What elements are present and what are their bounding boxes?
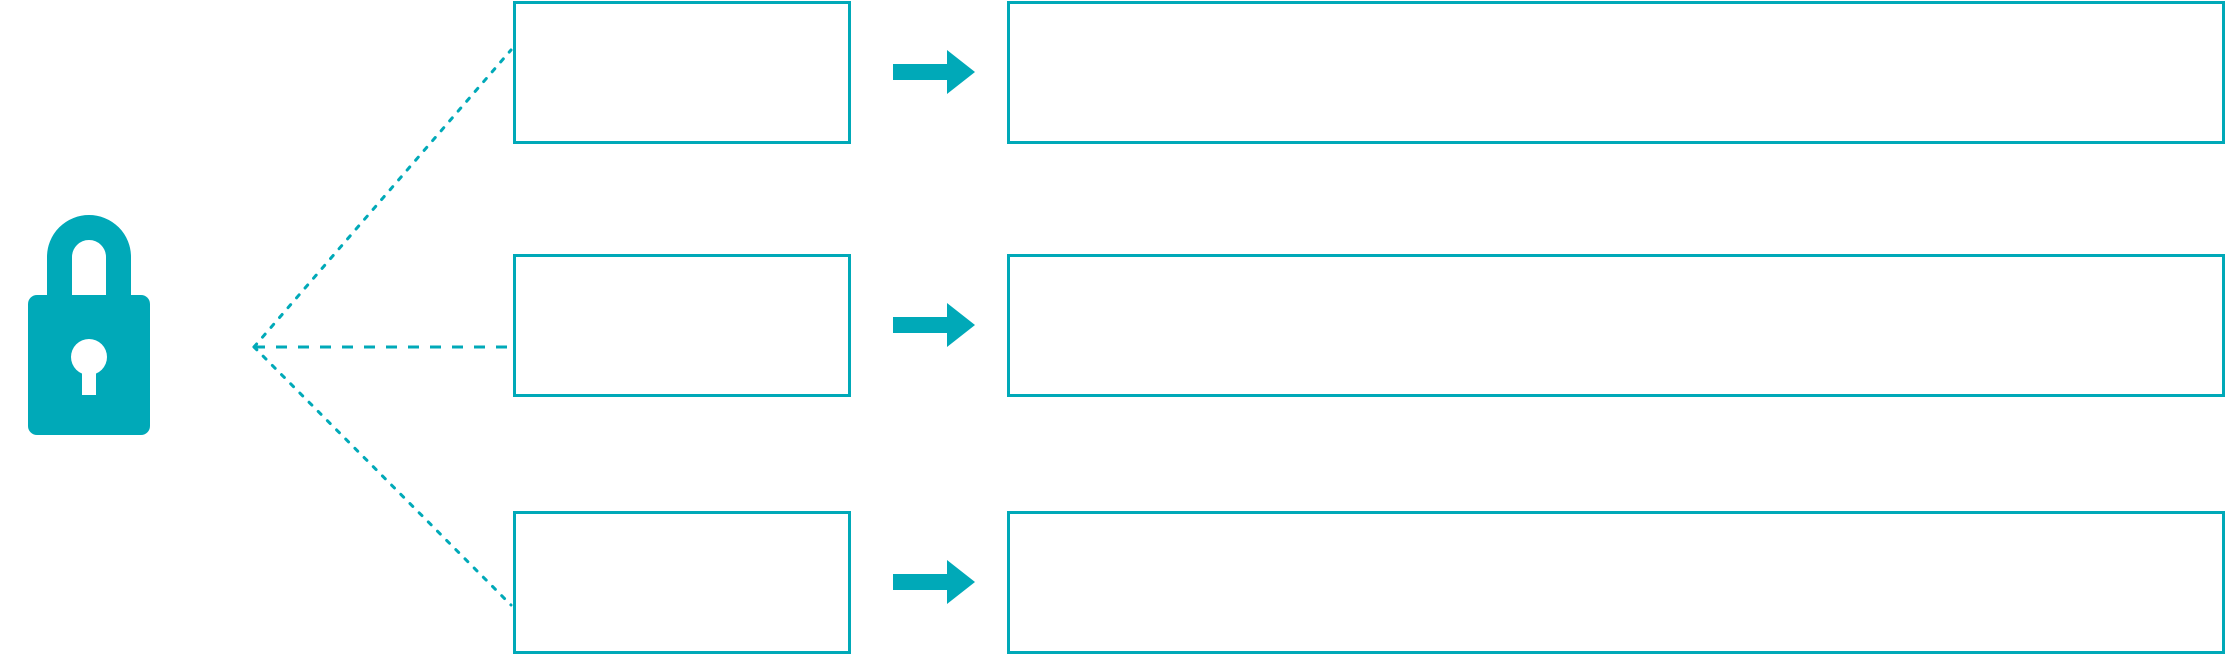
effect-box[interactable] — [1007, 1, 2225, 144]
diagram-row — [0, 510, 2229, 655]
effect-box[interactable] — [1007, 511, 2225, 654]
arrow-right-icon — [893, 50, 975, 94]
cause-box[interactable] — [513, 511, 851, 654]
diagram-row — [0, 253, 2229, 400]
arrow-right-icon — [893, 303, 975, 347]
arrow-right-icon — [893, 560, 975, 604]
cause-box[interactable] — [513, 254, 851, 397]
padlock-icon — [18, 145, 163, 445]
cause-box[interactable] — [513, 1, 851, 144]
diagram-row — [0, 0, 2229, 145]
effect-box[interactable] — [1007, 254, 2225, 397]
